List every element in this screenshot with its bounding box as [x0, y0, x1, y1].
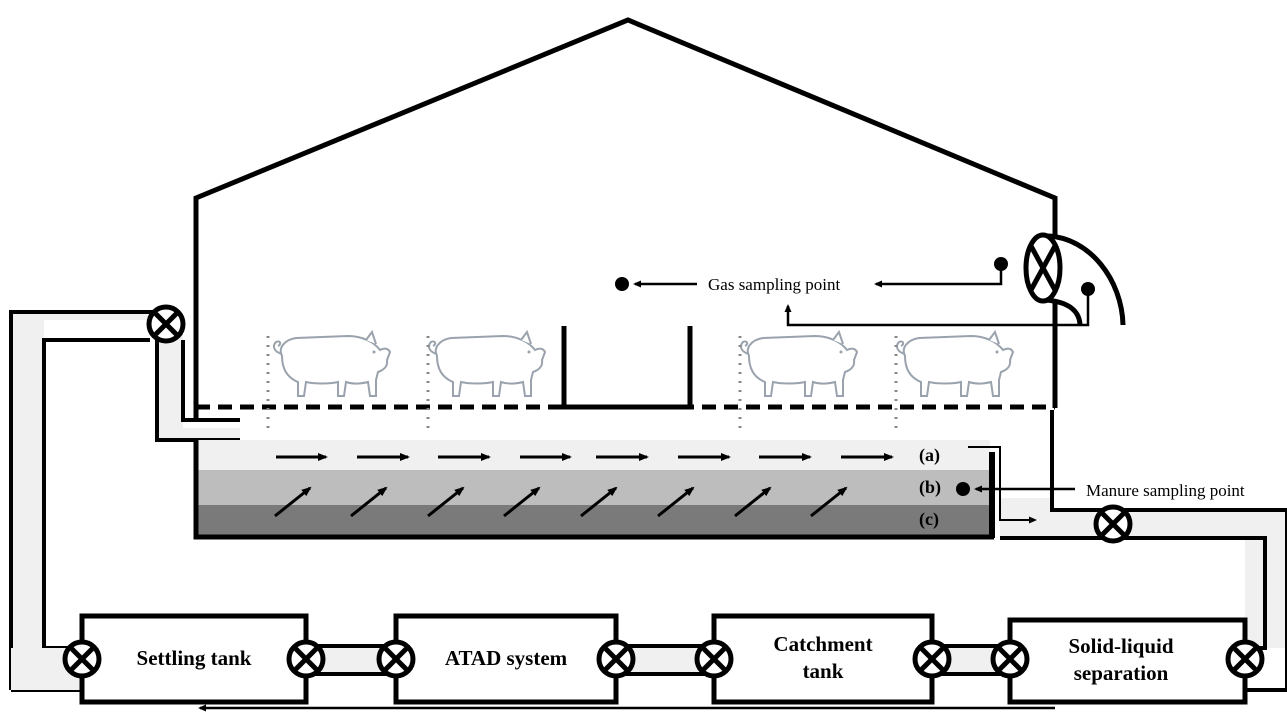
layer-a-label: (a) [919, 445, 940, 466]
layer-b [196, 470, 990, 505]
pig-icon [273, 331, 391, 397]
sampling-dot-icon [1081, 282, 1095, 296]
valve-icon [993, 642, 1027, 676]
valve-icon [65, 642, 99, 676]
left-pipe-fill [11, 312, 165, 648]
catchment-tank-label-line1: Catchment [773, 632, 872, 656]
pit-flow-arrows [274, 453, 894, 518]
settling-tank-box [79, 613, 309, 705]
layer-c-label: (c) [919, 509, 939, 530]
valve-icon [289, 642, 323, 676]
settling-tank-label: Settling tank [137, 646, 252, 670]
sampling-dot-icon [994, 257, 1008, 271]
pigs [266, 331, 1014, 432]
manure-sampling-point-label: Manure sampling point [1086, 481, 1245, 500]
valve-icon [149, 307, 183, 341]
gas-sampling-point-label: Gas sampling point [708, 275, 840, 294]
exhaust-fan-icon [1023, 232, 1126, 327]
valve-icon [1096, 507, 1130, 541]
atad-system-label: ATAD system [445, 646, 568, 670]
layer-b-label: (b) [919, 477, 941, 498]
solid-liquid-label-line1: Solid-liquid [1068, 634, 1173, 658]
pig-icon [896, 331, 1014, 397]
layer-a [196, 440, 990, 470]
swine-house [193, 17, 1058, 420]
valve-icon [697, 642, 731, 676]
gas-sampling-lines [615, 257, 1095, 327]
pen-partition [561, 326, 693, 410]
solid-liquid-separation-box [1007, 617, 1248, 705]
manure-sampling-line [956, 482, 1075, 496]
pig-icon [428, 331, 546, 397]
sampling-dot-icon [615, 277, 629, 291]
valve-icon [599, 642, 633, 676]
solid-liquid-label-line2: separation [1074, 661, 1169, 685]
process-units [79, 613, 1248, 705]
manure-pit [193, 440, 1037, 540]
house-roof [193, 17, 1058, 420]
valve-icon [1228, 642, 1262, 676]
layer-c [196, 505, 990, 537]
catchment-tank-box [711, 613, 935, 705]
valve-icon [379, 642, 413, 676]
valve-icon [915, 642, 949, 676]
pig-icon [740, 331, 858, 397]
catchment-tank-label-line2: tank [803, 659, 844, 683]
sampling-dot-icon [956, 482, 970, 496]
